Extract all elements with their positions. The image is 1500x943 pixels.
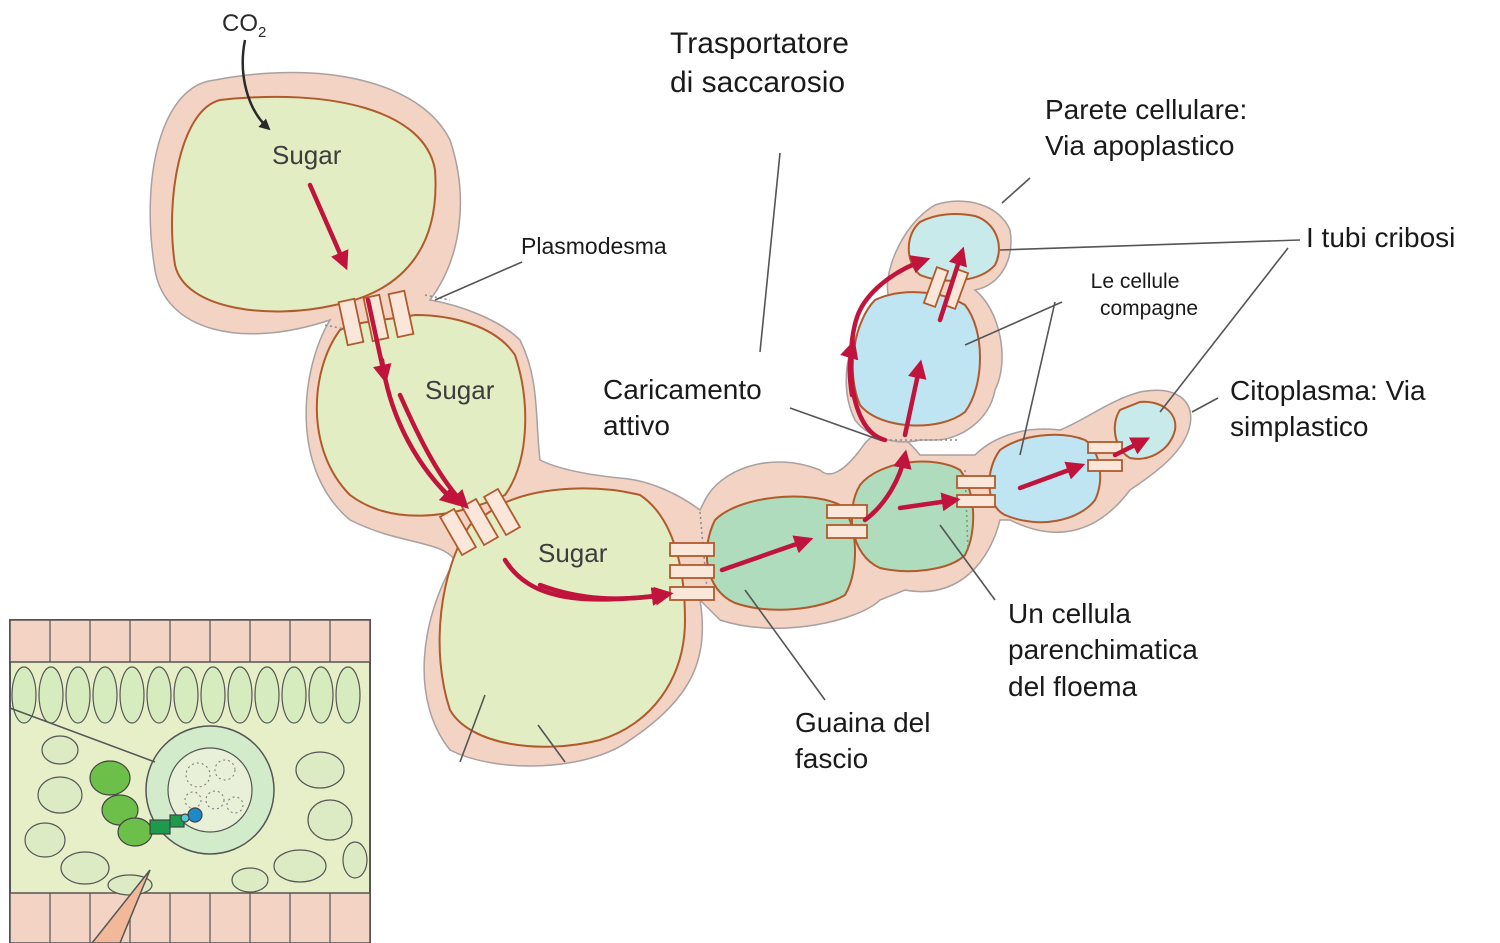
- upper-epidermis: [10, 620, 370, 662]
- palisade-cell: [309, 667, 333, 723]
- mesophyll-cell-top: [172, 97, 436, 312]
- active-loading-label-line1: Caricamento: [603, 372, 762, 408]
- palisade-cell: [201, 667, 225, 723]
- palisade-cell: [93, 667, 117, 723]
- palisade-cell: [228, 667, 252, 723]
- co2-label: CO2: [222, 10, 266, 41]
- parenchyma-label-line1: Un cellula: [1008, 596, 1198, 632]
- bundle-sheath-label-line2: fascio: [795, 741, 930, 777]
- cytoplasm-label: Citoplasma: Via simplastico: [1230, 373, 1426, 446]
- transporter-label: Trasportatore di saccarosio: [670, 24, 849, 102]
- plasmodesma-group-3: [670, 543, 714, 600]
- palisade-cell: [336, 667, 360, 723]
- transporter-label-line2: di saccarosio: [670, 63, 849, 102]
- cell-wall-label-line2: Via apoplastico: [1045, 128, 1247, 164]
- plasmodesma-label: Plasmodesma: [521, 232, 667, 262]
- lower-epidermis: [10, 893, 370, 943]
- sieve-tubes-label: I tubi cribosi: [1306, 220, 1455, 256]
- sugar-label-bottom: Sugar: [538, 538, 607, 569]
- palisade-cell: [120, 667, 144, 723]
- parenchyma-label-line2: parenchimatica: [1008, 632, 1198, 668]
- cytoplasm-label-line1: Citoplasma: Via: [1230, 373, 1426, 409]
- companion-label-line1: Le cellule: [1072, 268, 1198, 295]
- companion-label-line2: compagne: [1072, 295, 1198, 322]
- sugar-label-top: Sugar: [272, 140, 341, 171]
- leader-sieve-top: [1000, 240, 1300, 250]
- active-loading-label-line2: attivo: [603, 408, 762, 444]
- cytoplasm-label-line2: simplastico: [1230, 409, 1426, 445]
- leader-cell-wall: [1002, 178, 1030, 203]
- companion-cell-top: [853, 292, 980, 425]
- bundle-sheath-label: Guaina del fascio: [795, 705, 930, 778]
- palisade-cell: [255, 667, 279, 723]
- sugar-label-middle: Sugar: [425, 375, 494, 406]
- transporter-label-line1: Trasportatore: [670, 24, 849, 63]
- palisade-cell: [12, 667, 36, 723]
- palisade-cell: [66, 667, 90, 723]
- active-loading-label: Caricamento attivo: [603, 372, 762, 445]
- parenchyma-label: Un cellula parenchimatica del floema: [1008, 596, 1198, 705]
- leaf-cross-section-inset: [10, 620, 370, 943]
- vascular-bundle: [146, 726, 274, 854]
- palisade-cell: [39, 667, 63, 723]
- companion-cells-label: Le cellule compagne: [1072, 268, 1198, 323]
- co2-subscript: 2: [258, 24, 266, 41]
- palisade-cell: [174, 667, 198, 723]
- palisade-cell: [282, 667, 306, 723]
- palisade-cell: [147, 667, 171, 723]
- cell-wall-label: Parete cellulare: Via apoplastico: [1045, 92, 1247, 165]
- parenchyma-label-line3: del floema: [1008, 669, 1198, 705]
- leader-transporter: [760, 153, 780, 352]
- cell-wall-label-line1: Parete cellulare:: [1045, 92, 1247, 128]
- bundle-sheath-label-line1: Guaina del: [795, 705, 930, 741]
- leader-cytoplasm: [1192, 398, 1218, 412]
- co2-text: CO: [222, 10, 258, 37]
